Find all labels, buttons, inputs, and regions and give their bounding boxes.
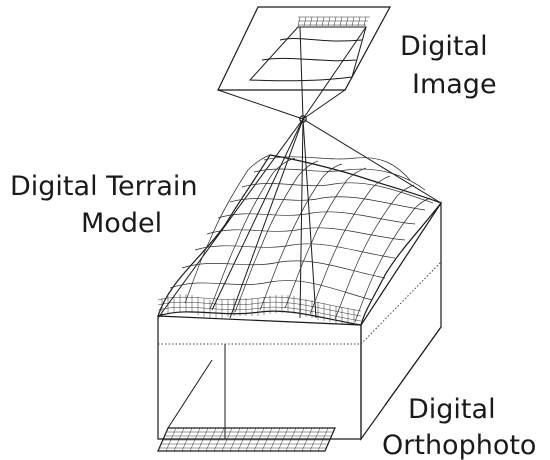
orthophoto-label-line1: Digital <box>408 394 496 425</box>
terrain-mesh-rows <box>169 156 434 301</box>
terrain-mesh-columns <box>184 154 431 323</box>
dtm-label-line1: Digital Terrain <box>10 171 198 202</box>
digital-image-plane <box>217 6 392 91</box>
digital-image-label-line1: Digital <box>400 31 488 62</box>
digital-image-label-line2: Image <box>412 69 497 100</box>
terrain-block <box>157 154 442 441</box>
dtm-label-line2: Model <box>81 208 162 239</box>
terrain-front-hatch <box>157 294 362 325</box>
image-hatch-strip <box>297 16 370 28</box>
orthophoto-label-line2: Orthophoto <box>382 430 536 460</box>
projection-rays <box>157 26 442 319</box>
orthophoto-grid <box>157 427 336 452</box>
orthophoto-box <box>158 261 442 440</box>
